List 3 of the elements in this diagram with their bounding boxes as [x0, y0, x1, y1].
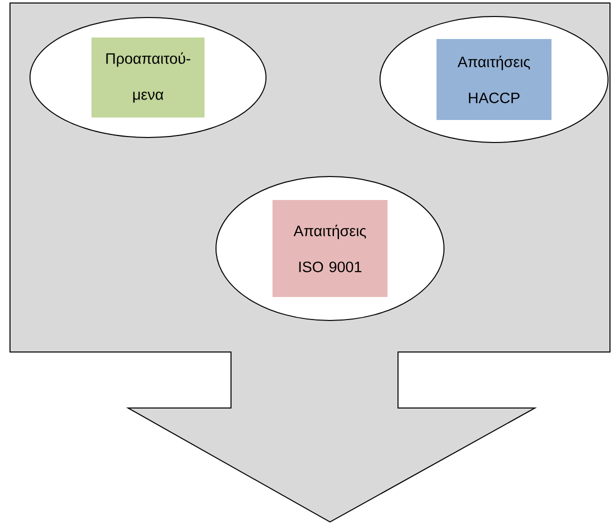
- text-box: Προαπαιτού- μενα: [92, 37, 204, 118]
- text-box: Απαιτήσεις HACCP: [436, 39, 552, 120]
- text-box: Απαιτήσεις ISO 9001: [272, 200, 388, 297]
